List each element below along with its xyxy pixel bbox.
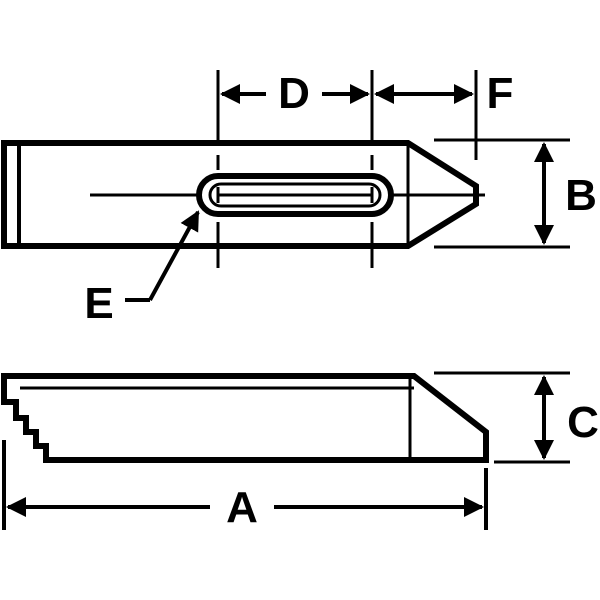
label-e: E (84, 279, 113, 328)
side-view-outline (1, 373, 489, 463)
leader-e-arrow (148, 210, 200, 301)
dimension-a (2, 440, 488, 530)
leader-e (125, 210, 200, 302)
label-f: F (487, 69, 514, 118)
dimension-c (434, 371, 570, 464)
label-d: D (278, 69, 310, 118)
top-view (1, 140, 485, 249)
label-c: C (567, 398, 599, 447)
label-b: B (565, 171, 597, 220)
label-a: A (226, 483, 258, 532)
top-extension-lines (216, 70, 570, 268)
side-view (1, 373, 489, 463)
